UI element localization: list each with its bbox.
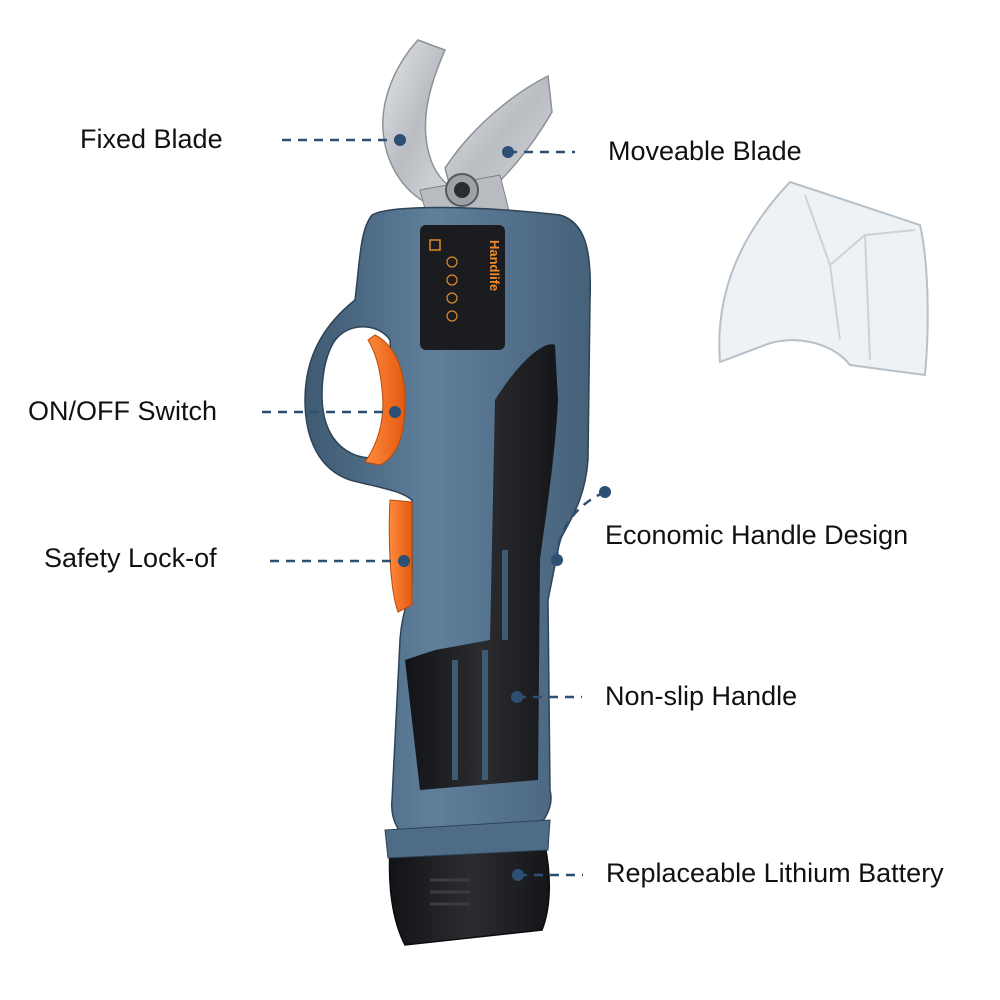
on-off-trigger: [364, 334, 406, 466]
callout-safety-lock: Safety Lock-of: [44, 543, 217, 573]
callout-fixed-blade: Fixed Blade: [80, 124, 223, 154]
fixed-blade-shape: [382, 39, 454, 206]
blade-guard: [718, 180, 929, 377]
non-slip-grip: [405, 344, 558, 790]
callout-non-slip-handle: Non-slip Handle: [605, 681, 798, 711]
callout-economic-handle: Economic Handle Design: [605, 520, 909, 550]
battery-pack: [388, 844, 551, 946]
brand-label: Handlife: [487, 240, 502, 291]
leader-dots: [389, 134, 611, 881]
callout-on-off-switch: ON/OFF Switch: [28, 396, 218, 426]
grip-inner-lines: [452, 550, 508, 780]
callout-battery: Replaceable Lithium Battery: [606, 858, 944, 888]
safety-lock-slider: [388, 499, 413, 613]
leader-lines: [262, 138, 606, 877]
spec-label-plate: [420, 225, 505, 350]
callout-moveable-blade: Moveable Blade: [608, 136, 802, 166]
